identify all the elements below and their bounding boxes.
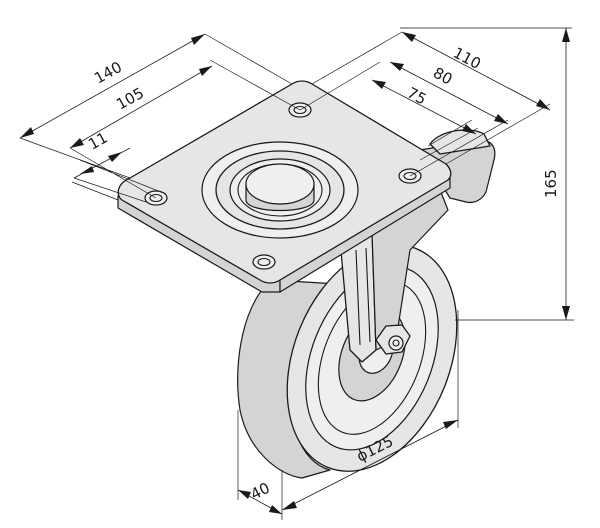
label-165: 165 [542, 169, 560, 198]
fork-brace [355, 247, 371, 346]
dim-125-arrow-a [282, 501, 297, 510]
dim-11-arrow-a [80, 166, 94, 174]
dim-11-arrow-b [108, 152, 122, 162]
label-140: 140 [91, 58, 125, 88]
fork [339, 189, 449, 363]
plate-hole-top-inner [293, 105, 307, 115]
label-110: 110 [450, 44, 484, 73]
dim-110-arrow-a [402, 32, 416, 42]
dim-140-line [19, 33, 206, 139]
ext-lines-height [400, 27, 574, 321]
dim-140-arrow-a [20, 127, 34, 138]
nut-bolt-end [388, 335, 404, 351]
dim-75-line [371, 79, 477, 135]
mounting-plate [117, 80, 452, 293]
nut-bolt-center [392, 339, 400, 347]
dim-110-line [401, 31, 551, 111]
dim-105-arrow-a [70, 138, 84, 148]
ext-lines-right [299, 31, 551, 177]
dim-40-arrow-a [238, 490, 251, 499]
dim-75-arrow-a [372, 80, 386, 89]
kingpin-boss-top [245, 163, 315, 205]
plate-hole-bottom-inner [257, 257, 271, 267]
ext-lines-left [19, 33, 301, 203]
dim-125-arrow-b [443, 420, 458, 429]
dim-80-arrow-b [494, 114, 508, 124]
label-105: 105 [113, 84, 147, 114]
dim-80-arrow-a [390, 62, 404, 71]
dim-165-arrow-a [562, 28, 570, 42]
dim-105-line [69, 65, 213, 149]
dim-80-line [389, 61, 509, 125]
dim-105-arrow-b [199, 66, 212, 76]
plate-hole-right-inner [403, 171, 417, 181]
dimension-lines [19, 27, 574, 520]
label-75: 75 [404, 84, 429, 109]
plate-hole-left-inner [149, 193, 163, 203]
dim-75-arrow-b [462, 124, 476, 134]
dim-40-arrow-b [269, 505, 282, 514]
dim-125-line [281, 419, 459, 511]
axle-nut [375, 324, 411, 355]
dim-140-arrow-b [191, 34, 205, 45]
dim-165-arrow-b [562, 306, 570, 320]
dim-110-arrow-b [536, 99, 550, 110]
label-11: 11 [85, 128, 110, 153]
label-40: 40 [248, 479, 273, 504]
ext-lines-wheel [237, 310, 459, 520]
plate-hole-bottom [252, 254, 276, 270]
